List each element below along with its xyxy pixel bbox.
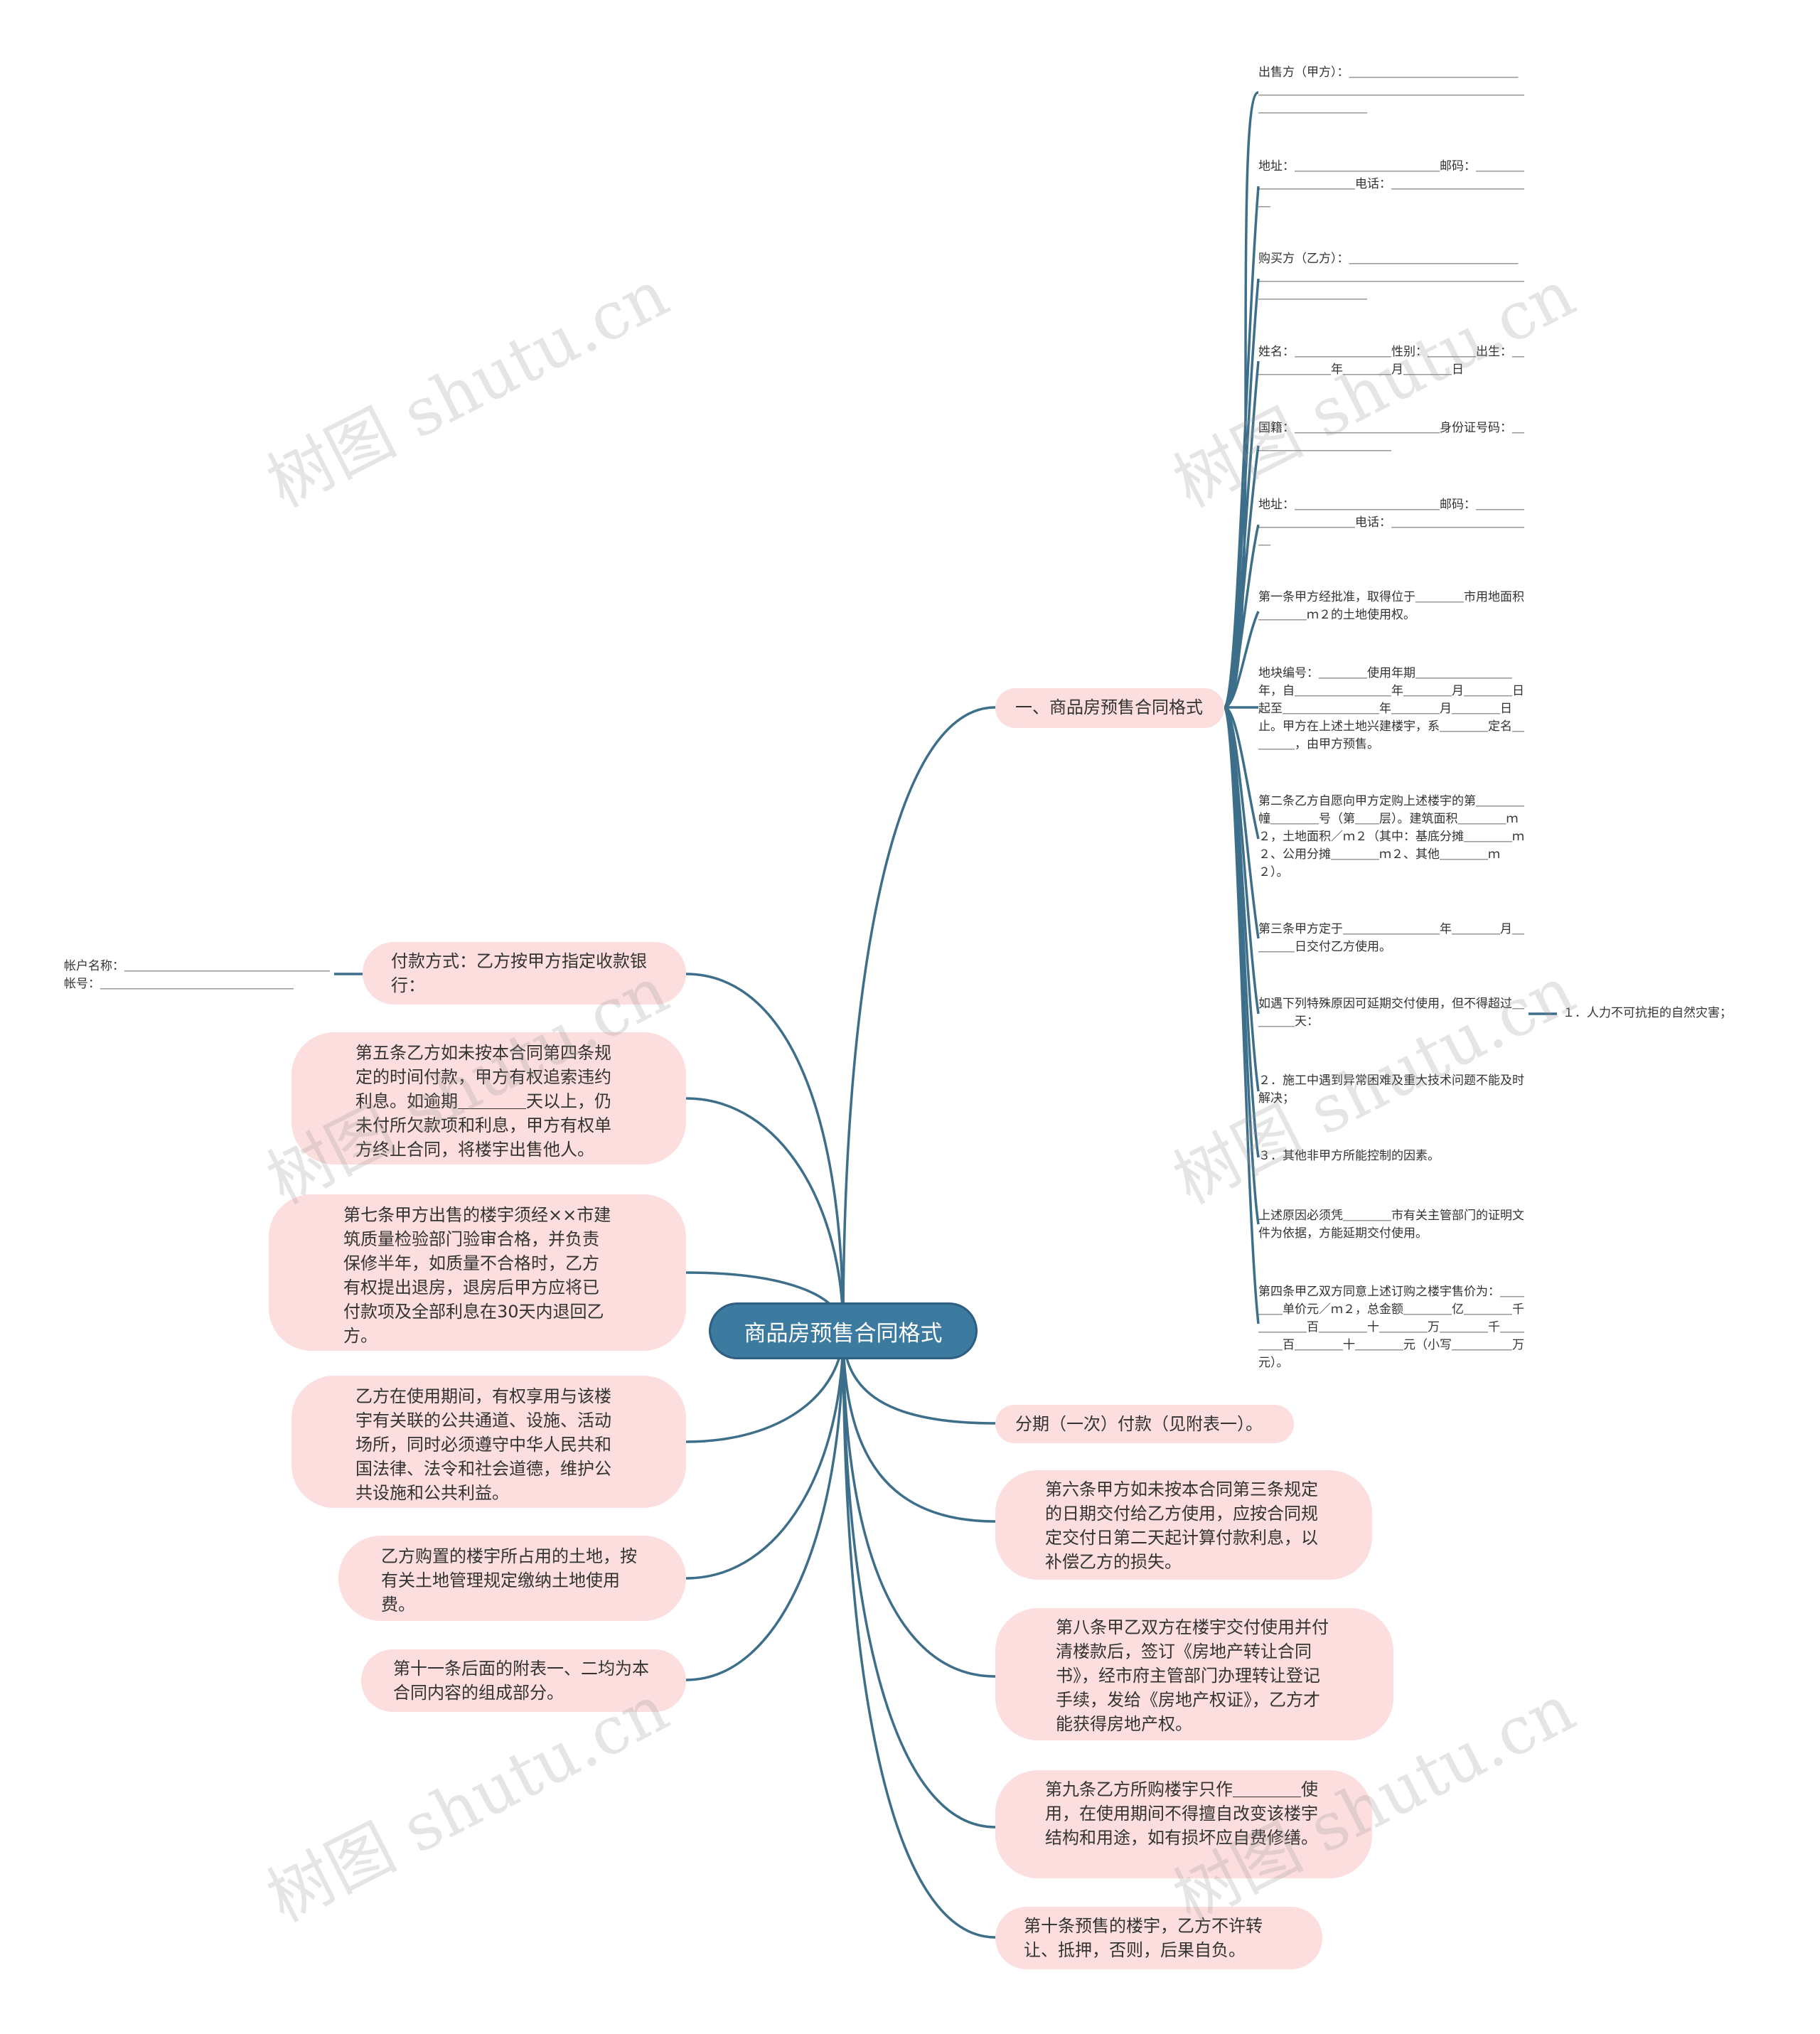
branch-article11[interactable]: 第十一条后面的附表一、二均为本合同内容的组成部分。 bbox=[361, 1649, 686, 1712]
leaf-proof[interactable]: 上述原因必须凭＿＿＿＿市有关主管部门的证明文件为依据，方能延期交付使用。 bbox=[1258, 1209, 1524, 1241]
leaf-account[interactable]: 帐户名称：＿＿＿＿＿＿＿＿＿＿＿＿＿＿＿＿＿帐号：＿＿＿＿＿＿＿＿＿＿＿＿＿＿＿… bbox=[64, 959, 330, 991]
link-article8 bbox=[842, 1330, 996, 1678]
leaf-article2[interactable]: 第二条乙方自愿向甲方定购上述楼宇的第＿＿＿＿幢＿＿＿＿号（第＿＿层）。建筑面积＿… bbox=[1258, 794, 1524, 879]
leaf-article4[interactable]: 第四条甲乙双方同意上述订购之楼宇售价为：＿＿＿＿单价元／ｍ２，总金额＿＿＿＿亿＿… bbox=[1258, 1285, 1524, 1370]
link-article4 bbox=[1223, 706, 1260, 1324]
leaf-name[interactable]: 姓名：＿＿＿＿＿＿＿＿性别：＿＿＿＿出生：＿＿＿＿＿＿＿年＿＿＿＿月＿＿＿＿日 bbox=[1258, 345, 1524, 377]
branch-article7[interactable]: 第七条甲方出售的楼宇须经××市建筑质量检验部门验审合格，并负责保修半年，如质量不… bbox=[269, 1194, 686, 1351]
branch-section-one[interactable]: 一、商品房预售合同格式 bbox=[995, 688, 1224, 728]
branch-installment[interactable]: 分期（一次）付款（见附表一）。 bbox=[995, 1405, 1294, 1443]
leaf-article1[interactable]: 第一条甲方经批准，取得位于＿＿＿＿市用地面积＿＿＿＿ｍ２的土地使用权。 bbox=[1258, 590, 1524, 622]
link-article1 bbox=[1224, 611, 1260, 709]
leaf-reason1[interactable]: １．人力不可抗拒的自然灾害； bbox=[1563, 1006, 1732, 1020]
link-payment bbox=[685, 973, 845, 1332]
link-land-fee bbox=[685, 1330, 845, 1580]
link-article10 bbox=[842, 1330, 996, 1939]
leaf-reason3[interactable]: ３．其他非甲方所能控制的因素。 bbox=[1258, 1149, 1440, 1163]
branch-payment[interactable]: 付款方式：乙方按甲方指定收款银行： bbox=[363, 942, 686, 1005]
branch-article8[interactable]: 第八条甲乙双方在楼宇交付使用并付清楼款后，签订《房地产转让合同书》，经市府主管部… bbox=[995, 1608, 1393, 1740]
leaf-buyer-address[interactable]: 地址：＿＿＿＿＿＿＿＿＿＿＿＿邮码：＿＿＿＿＿＿＿＿＿＿＿＿电话：＿＿＿＿＿＿＿… bbox=[1258, 498, 1524, 547]
link-article9 bbox=[842, 1330, 996, 1829]
branch-article6[interactable]: 第六条甲方如未按本合同第三条规定的日期交付给乙方使用，应按合同规定交付日第二天起… bbox=[995, 1470, 1372, 1580]
leaf-delay[interactable]: 如遇下列特殊原因可延期交付使用，但不得超过＿＿＿＿天： bbox=[1258, 997, 1524, 1029]
branch-article5[interactable]: 第五条乙方如未按本合同第四条规定的时间付款，甲方有权追索违约利息。如逾期＿＿＿＿… bbox=[291, 1032, 686, 1165]
link-buyer-addr bbox=[1224, 524, 1260, 709]
link-article5 bbox=[685, 1097, 845, 1332]
branch-land-fee[interactable]: 乙方购置的楼宇所占用的土地，按有关土地管理规定缴纳土地使用费。 bbox=[338, 1536, 686, 1621]
link-section-one bbox=[842, 706, 996, 1332]
leaf-plot[interactable]: 地块编号：＿＿＿＿使用年期＿＿＿＿＿＿＿＿年，自＿＿＿＿＿＿＿＿年＿＿＿＿月＿＿… bbox=[1258, 666, 1524, 751]
leaf-buyer[interactable]: 购买方（乙方）：＿＿＿＿＿＿＿＿＿＿＿＿＿＿＿＿＿＿＿＿＿＿＿＿＿＿＿＿＿＿＿＿… bbox=[1258, 252, 1524, 301]
root-topic[interactable]: 商品房预售合同格式 bbox=[711, 1305, 975, 1357]
link-article6 bbox=[842, 1330, 996, 1523]
leaf-seller[interactable]: 出售方（甲方）：＿＿＿＿＿＿＿＿＿＿＿＿＿＿＿＿＿＿＿＿＿＿＿＿＿＿＿＿＿＿＿＿… bbox=[1258, 65, 1524, 115]
branch-article9[interactable]: 第九条乙方所购楼宇只作＿＿＿＿使用，在使用期间不得擅自改变该楼宇结构和用途，如有… bbox=[995, 1770, 1372, 1878]
leaf-nationality[interactable]: 国籍：＿＿＿＿＿＿＿＿＿＿＿＿身份证号码：＿＿＿＿＿＿＿＿＿＿＿＿ bbox=[1258, 421, 1524, 453]
leaf-article3[interactable]: 第三条甲方定于＿＿＿＿＿＿＿＿年＿＿＿＿月＿＿＿＿日交付乙方使用。 bbox=[1258, 922, 1524, 954]
leaf-seller-address[interactable]: 地址：＿＿＿＿＿＿＿＿＿＿＿＿邮码：＿＿＿＿＿＿＿＿＿＿＿＿电话：＿＿＿＿＿＿＿… bbox=[1258, 159, 1524, 209]
branch-article10[interactable]: 第十条预售的楼宇，乙方不许转让、抵押，否则，后果自负。 bbox=[995, 1907, 1322, 1969]
leaf-reason2[interactable]: ２．施工中遇到异常困难及重大技术问题不能及时解决； bbox=[1258, 1074, 1524, 1106]
branch-usage-rights[interactable]: 乙方在使用期间，有权享用与该楼宇有关联的公共通道、设施、活动场所，同时必须遵守中… bbox=[291, 1376, 686, 1508]
link-article11 bbox=[685, 1330, 845, 1681]
